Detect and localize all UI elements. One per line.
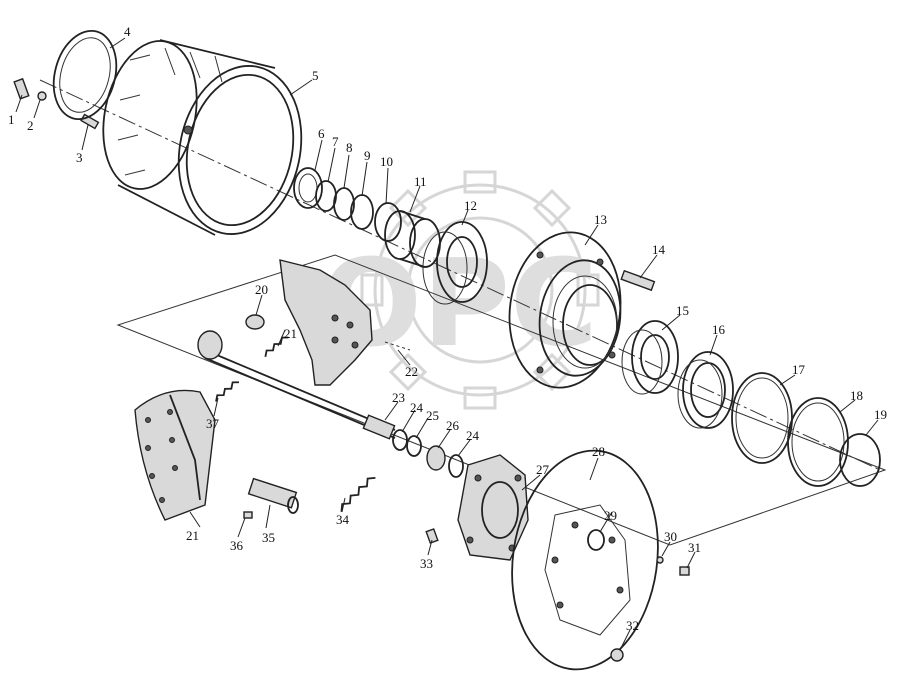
- callout-24a: 24: [410, 400, 424, 415]
- callout-14: 14: [652, 242, 666, 257]
- callout-10: 10: [380, 154, 393, 169]
- callout-33: 33: [420, 556, 433, 571]
- callout-27: 27: [536, 462, 550, 477]
- part-14-wheel-stud: [620, 269, 656, 292]
- callout-31: 31: [688, 540, 701, 555]
- callout-1: 1: [8, 112, 15, 127]
- callout-30: 30: [664, 529, 677, 544]
- callout-23: 23: [392, 390, 405, 405]
- part-18-ring-inner: [791, 402, 845, 482]
- part-29-plug: [587, 529, 605, 551]
- part-9-ring: [350, 194, 374, 230]
- callout-28: 28: [592, 444, 605, 459]
- callout-3: 3: [76, 150, 83, 165]
- part-6-ring: [293, 167, 323, 209]
- part-21-brake-shoe: [134, 389, 216, 521]
- part-6-ring-inner: [298, 173, 318, 203]
- callout-21b: 21: [186, 528, 199, 543]
- callout-25: 25: [426, 408, 439, 423]
- part-32-plug: [610, 648, 624, 662]
- part-36-clip: [243, 511, 253, 519]
- part-35-anchor-pin: [247, 477, 299, 514]
- callout-16: 16: [712, 322, 726, 337]
- part-26-bushing: [426, 445, 446, 471]
- callout-5: 5: [312, 68, 319, 83]
- callout-labels: 1 2 3 4 5 6 7 8 9 10 11 12 13 14 15 16 1…: [8, 24, 887, 633]
- callout-18: 18: [850, 388, 863, 403]
- part-31-bolt: [679, 566, 690, 576]
- part-24-washer-b: [448, 454, 464, 478]
- part-18-ring: [787, 397, 849, 487]
- callout-21a: 21: [284, 326, 297, 341]
- part-10-washer: [374, 202, 402, 242]
- callout-24b: 24: [466, 428, 480, 443]
- part-37-spring: [215, 381, 240, 402]
- callout-32: 32: [626, 618, 639, 633]
- callout-19: 19: [874, 407, 887, 422]
- part-25-washer: [406, 435, 422, 457]
- part-28-backing-disc: [511, 449, 659, 671]
- part-5-brake-drum: [102, 39, 303, 236]
- callout-34: 34: [336, 512, 350, 527]
- part-13-wheel-hub: [508, 231, 622, 389]
- callout-26: 26: [446, 418, 460, 433]
- callout-4: 4: [124, 24, 131, 39]
- part-17-ring: [731, 372, 793, 464]
- part-27-flange: [457, 454, 529, 561]
- part-4-cover-plate: [52, 29, 118, 121]
- callout-29: 29: [604, 508, 617, 523]
- part-17-ring-inner: [735, 377, 789, 459]
- callout-20: 20: [255, 282, 268, 297]
- callout-37: 37: [206, 416, 220, 431]
- callout-13: 13: [594, 212, 607, 227]
- part-1-bolt: [13, 77, 30, 100]
- watermark-gear: [360, 170, 600, 410]
- callout-8: 8: [346, 140, 353, 155]
- callout-36: 36: [230, 538, 244, 553]
- callout-6: 6: [318, 126, 325, 141]
- part-24-washer-a: [392, 429, 408, 451]
- part-2-washer: [37, 91, 47, 101]
- callout-35: 35: [262, 530, 275, 545]
- callout-22: 22: [405, 364, 418, 379]
- callout-17: 17: [792, 362, 806, 377]
- callout-2: 2: [27, 118, 34, 133]
- part-20-bushing: [245, 314, 265, 330]
- part-33-bolt: [425, 528, 439, 544]
- callout-12: 12: [464, 198, 477, 213]
- watermark-text: OPC: [320, 235, 598, 374]
- part-22-brake-bracket: [279, 259, 411, 386]
- leader-lines: [15, 37, 879, 651]
- part-12-bearing: [422, 221, 488, 305]
- callout-11: 11: [414, 174, 427, 189]
- part-19-o-ring: [839, 433, 881, 487]
- part-23-camshaft: [197, 330, 396, 440]
- part-34-return-spring: [340, 476, 376, 512]
- part-15-bearing: [621, 320, 679, 395]
- part-7-ring: [315, 180, 337, 212]
- callout-9: 9: [364, 148, 371, 163]
- part-30-washer: [656, 556, 664, 564]
- callout-7: 7: [332, 134, 339, 149]
- callout-15: 15: [676, 303, 689, 318]
- part-16-oil-seal: [677, 351, 734, 429]
